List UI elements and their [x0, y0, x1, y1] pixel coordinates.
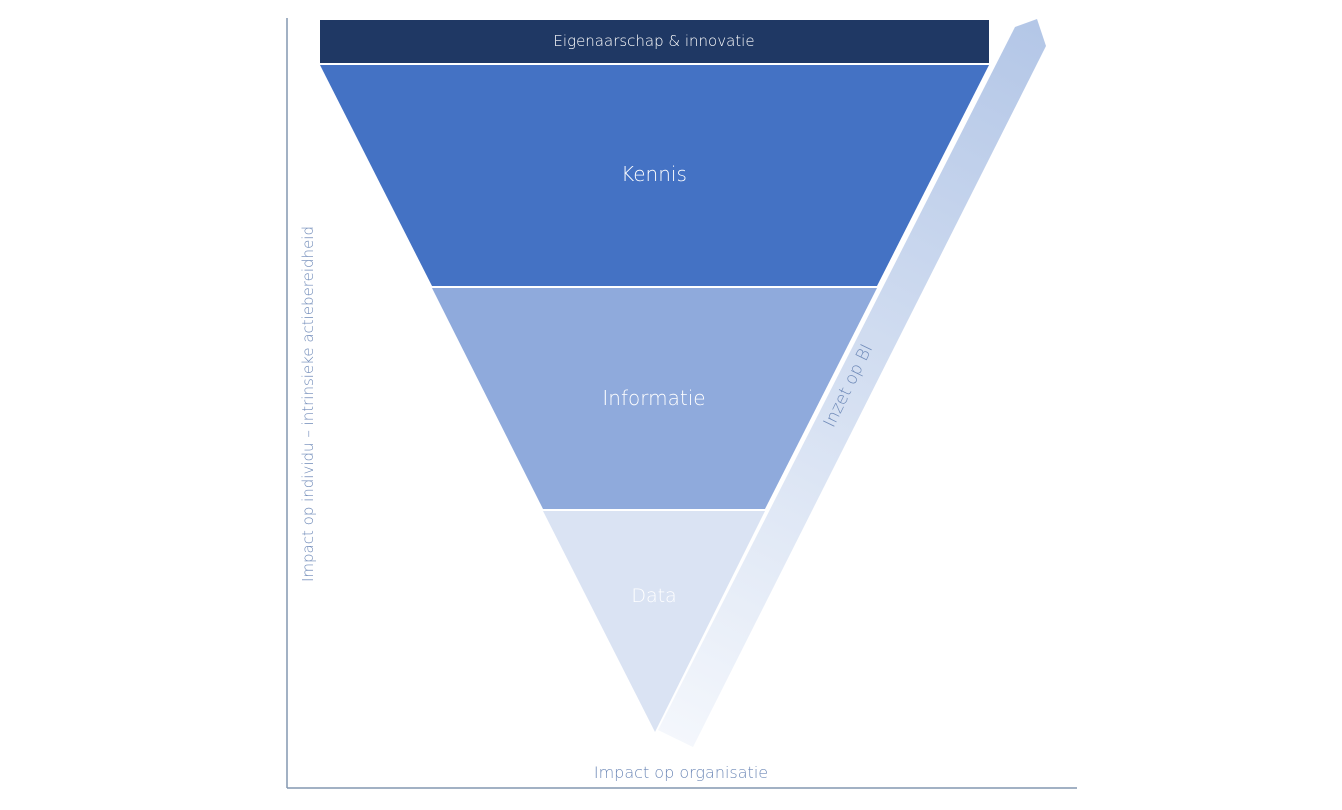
x-axis-label: Impact op organisatie [594, 763, 768, 782]
layer-informatie-shape [432, 288, 877, 509]
layer-data-shape [543, 511, 765, 732]
bi-arrow-band [658, 19, 1046, 747]
y-axis-label: Impact op individu – intrinsieke actiebe… [299, 226, 317, 582]
layer-kennis-label: Kennis [621, 162, 687, 186]
layer-kennis-shape [320, 65, 989, 286]
layer-eigenaarschap-band [320, 20, 989, 63]
layer-data-label: Data [631, 585, 676, 607]
layer-informatie-label: Informatie [602, 386, 705, 410]
layer-eigenaarschap-label: Eigenaarschap & innovatie [553, 32, 754, 50]
